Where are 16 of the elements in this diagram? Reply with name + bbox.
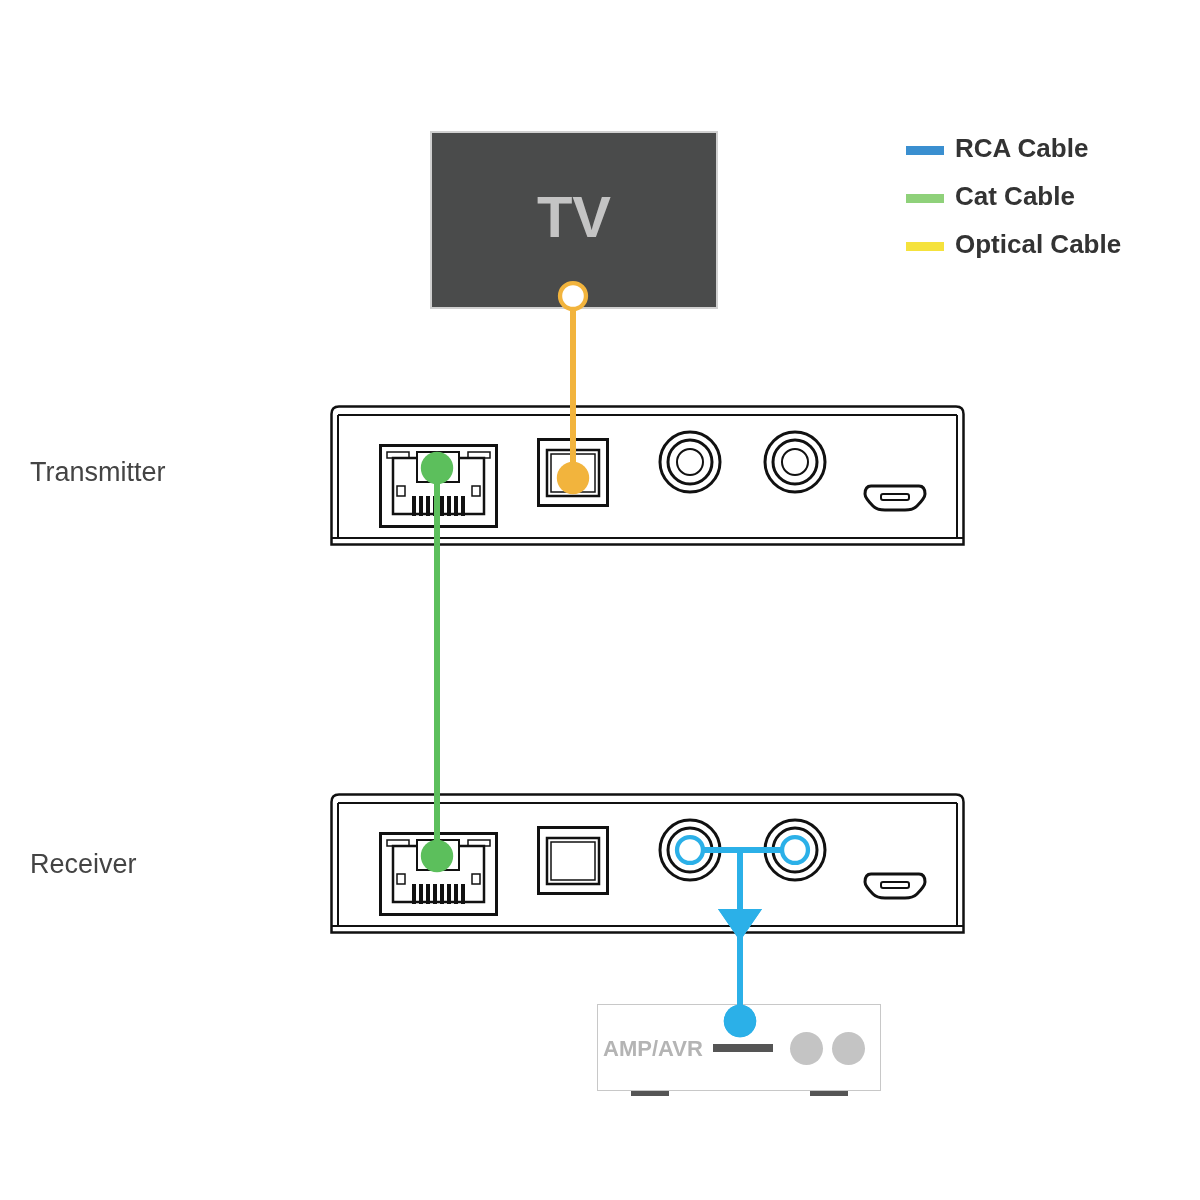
cable-line bbox=[718, 834, 811, 1038]
cable-line bbox=[556, 280, 590, 495]
device-label: TV bbox=[535, 183, 613, 250]
rca-jack-icon bbox=[763, 818, 827, 882]
legend-text: RCA Cable bbox=[955, 133, 1089, 164]
legend-text: Cat Cable bbox=[955, 181, 1075, 212]
tv-screen bbox=[430, 131, 718, 309]
device-label: Receiver bbox=[30, 849, 137, 880]
device-label: Transmitter bbox=[30, 457, 166, 488]
device-label: AMP/AVR bbox=[603, 1036, 703, 1062]
device-box bbox=[330, 793, 965, 934]
ethernet-port-icon bbox=[379, 832, 498, 916]
device-box bbox=[330, 405, 965, 546]
cable-line bbox=[420, 451, 454, 873]
rca-jack-icon bbox=[658, 818, 722, 882]
legend-text: Optical Cable bbox=[955, 229, 1122, 260]
